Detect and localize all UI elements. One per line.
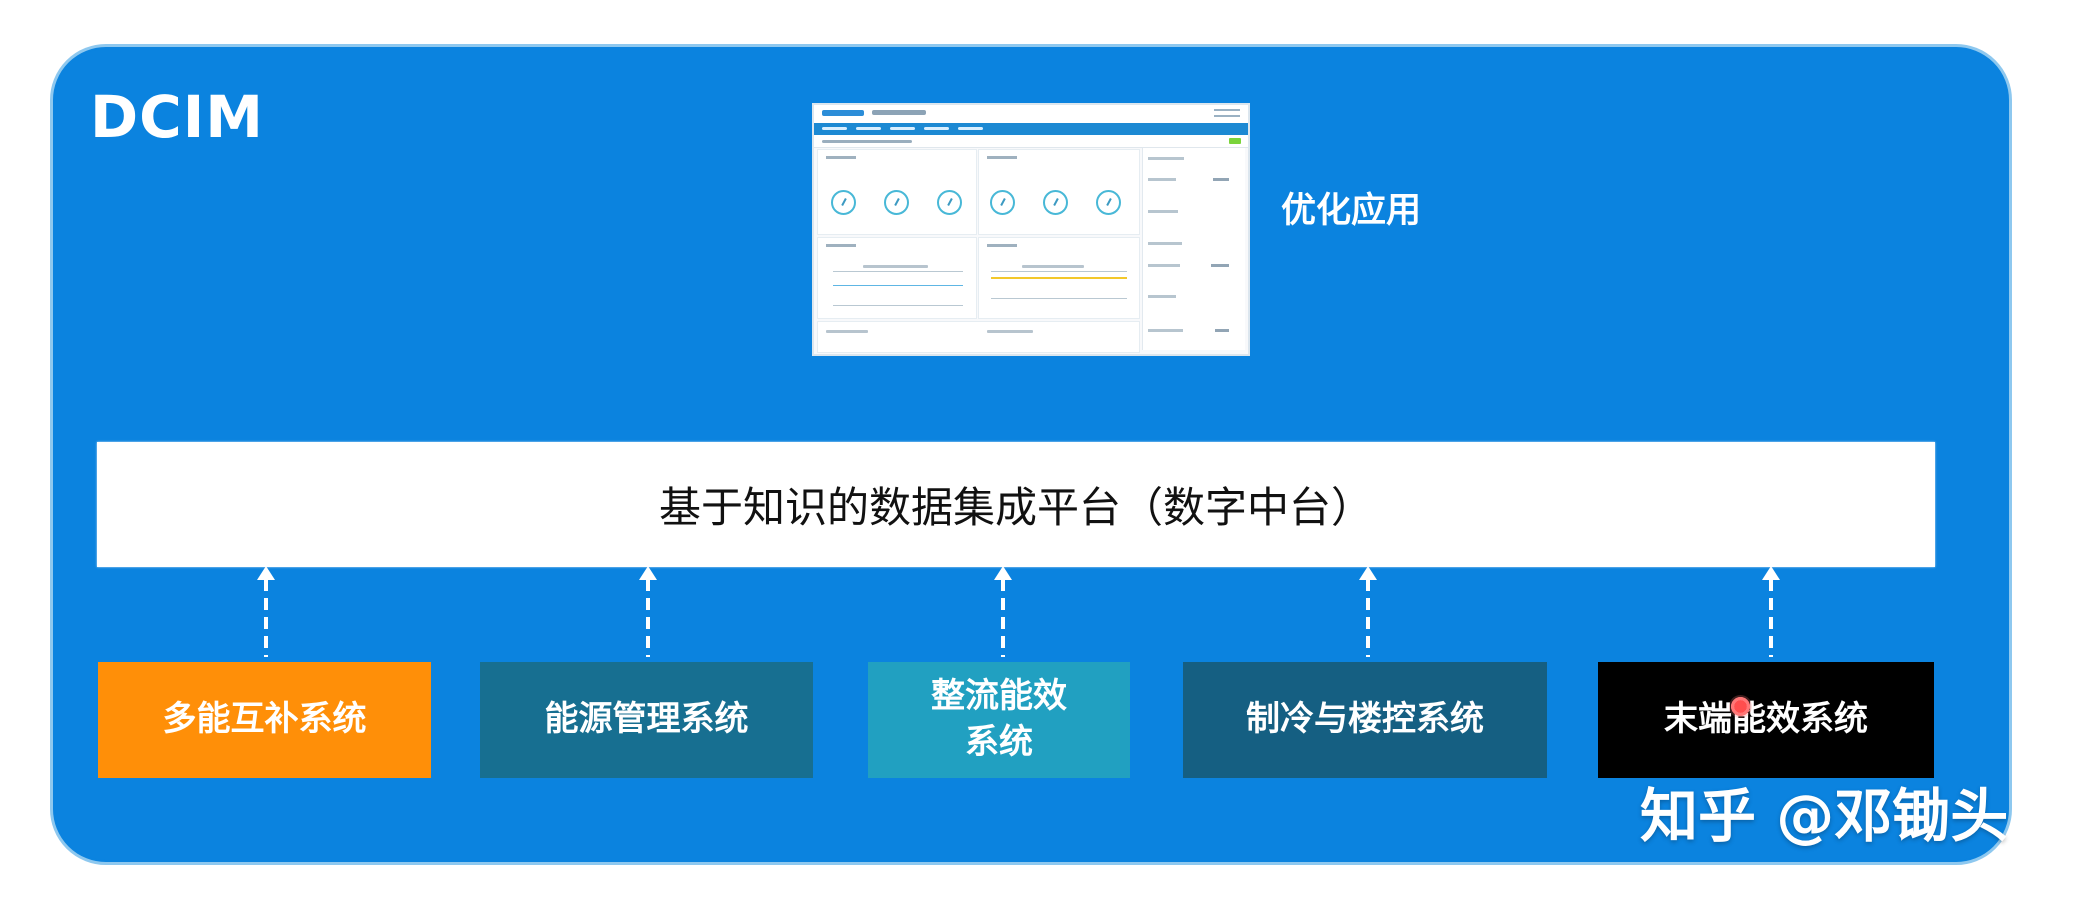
screenshot-topbar [814, 105, 1248, 124]
up-arrow-icon [636, 566, 660, 661]
screenshot-gauge-card [978, 149, 1140, 235]
screenshot-card-title-line [987, 156, 1017, 159]
screenshot-card-title-line [826, 244, 856, 247]
gauge-icon [937, 190, 962, 215]
optimization-application-label: 优化应用 [1281, 191, 1422, 231]
mini-chart-axis [833, 305, 963, 306]
screenshot-card-title-line [987, 244, 1017, 247]
sidebar-value-line [1213, 178, 1229, 181]
optimization-application-screenshot [812, 103, 1250, 356]
gauge-icon [884, 190, 909, 215]
red-pointer-dot-icon [1729, 695, 1752, 718]
sidebar-row-line [1148, 329, 1183, 332]
sidebar-row-line [1148, 295, 1176, 298]
dashed-arrow-shaft [646, 579, 650, 657]
mini-chart-axis [991, 298, 1127, 299]
diagram-title: DCIM [90, 83, 265, 151]
status-indicator-icon [1229, 138, 1241, 144]
screenshot-nav-item [924, 127, 949, 130]
gauge-icon [1096, 190, 1121, 215]
arrow-head-icon [1359, 566, 1377, 580]
dashed-arrow-shaft [1001, 579, 1005, 657]
sidebar-value-line [1211, 264, 1229, 267]
system-label: 多能互补系统 [162, 699, 367, 740]
screenshot-nav-item [890, 127, 915, 130]
gauge-icon [831, 190, 856, 215]
terminal-efficiency-system-box: 末端能效系统 [1598, 662, 1934, 778]
gauge-icon [990, 190, 1015, 215]
screenshot-navigation-bar [814, 123, 1248, 135]
dashed-arrow-shaft [1366, 579, 1370, 657]
mini-chart-gridline [991, 271, 1127, 272]
arrow-head-icon [257, 566, 275, 580]
sidebar-row-line [1148, 264, 1180, 267]
sidebar-row-line [1148, 178, 1176, 181]
screenshot-bottom-label [826, 330, 868, 333]
screenshot-toolbar [814, 135, 1248, 148]
system-label: 制冷与楼控系统 [1246, 699, 1484, 740]
screenshot-title-line [872, 110, 926, 115]
system-label: 末端能效系统 [1664, 699, 1868, 740]
cooling-building-control-system-box: 制冷与楼控系统 [1183, 662, 1547, 778]
mini-chart-series-line [991, 277, 1127, 279]
system-label: 整流能效 系统 [931, 676, 1067, 762]
system-label: 能源管理系统 [544, 699, 749, 740]
watermark: 知乎 @邓锄头 [1640, 782, 2009, 850]
mini-chart-label [1022, 265, 1084, 268]
rectifier-efficiency-system-box: 整流能效 系统 [868, 662, 1130, 778]
window-controls-icon [1214, 109, 1240, 117]
arrow-head-icon [994, 566, 1012, 580]
screenshot-nav-item [822, 127, 847, 130]
screenshot-gauge-card [817, 149, 977, 235]
platform-label: 基于知识的数据集成平台（数字中台） [658, 483, 1373, 532]
dashed-arrow-shaft [1769, 579, 1773, 657]
up-arrow-icon [254, 566, 278, 661]
gauge-icon [1043, 190, 1068, 215]
arrow-head-icon [1762, 566, 1780, 580]
sidebar-value-line [1215, 329, 1229, 332]
screenshot-nav-item [958, 127, 983, 130]
screenshot-nav-item [856, 127, 881, 130]
screenshot-card-title-line [826, 156, 856, 159]
multi-energy-complementary-system-box: 多能互补系统 [98, 662, 431, 778]
data-integration-platform: 基于知识的数据集成平台（数字中台） [97, 442, 1935, 567]
mini-chart-label [863, 265, 928, 268]
arrow-head-icon [639, 566, 657, 580]
screenshot-toolbar-line [822, 140, 912, 143]
screenshot-chart-card [978, 237, 1140, 319]
up-arrow-icon [1759, 566, 1783, 661]
sidebar-row-line [1148, 210, 1178, 213]
mini-chart-gridline [833, 271, 963, 272]
screenshot-logo [822, 110, 864, 116]
screenshot-sidebar [1142, 148, 1245, 350]
sidebar-row-line [1148, 242, 1182, 245]
dashed-arrow-shaft [264, 579, 268, 657]
screenshot-chart-card [817, 237, 977, 319]
screenshot-bottom-label [987, 330, 1033, 333]
mini-chart-series-line [833, 285, 963, 286]
up-arrow-icon [1356, 566, 1380, 661]
screenshot-bottom-panel [817, 321, 1140, 353]
up-arrow-icon [991, 566, 1015, 661]
energy-management-system-box: 能源管理系统 [480, 662, 813, 778]
sidebar-row-line [1148, 157, 1184, 160]
